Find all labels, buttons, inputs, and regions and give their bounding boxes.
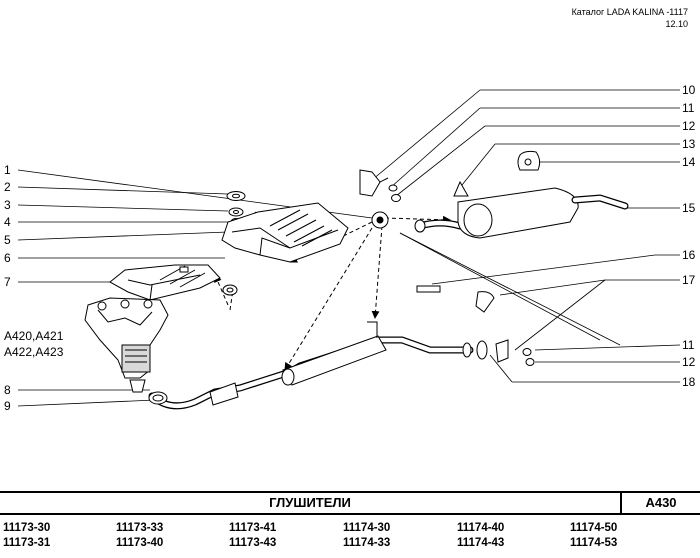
model-number: 11174-53: [570, 537, 618, 549]
callout-9: 9: [4, 399, 11, 413]
model-number: 11173-33: [116, 522, 164, 534]
callout-13: 13: [682, 137, 696, 151]
model-number: 11174-40: [457, 522, 505, 534]
model-number: 11174-43: [457, 537, 505, 549]
model-number: 11173-40: [116, 537, 164, 549]
manifold-reference-line: A422,A423: [4, 345, 64, 359]
callout-11-bottom: 11: [682, 338, 695, 352]
left-leader-lines: [17, 169, 373, 407]
model-number: 11174-30: [343, 522, 391, 534]
callout-3: 3: [4, 198, 11, 212]
model-number: 11174-33: [343, 537, 391, 549]
callout-14: 14: [682, 155, 696, 169]
callout-4: 4: [4, 215, 11, 229]
lower-heat-shield: [109, 264, 221, 301]
catalog-header: Каталог LADA KALINA -1117 12.10: [572, 6, 688, 30]
callout-17: 17: [682, 273, 696, 287]
callout-11-top: 11: [682, 101, 695, 115]
callout-15: 15: [682, 201, 696, 215]
callout-2: 2: [4, 180, 11, 194]
callout-5: 5: [4, 233, 11, 247]
section-title: ГЛУШИТЕЛИ: [0, 493, 622, 513]
callout-18: 18: [682, 375, 696, 389]
title-row: ГЛУШИТЕЛИ A430: [0, 491, 700, 515]
exhaust-system-diagram: 1 2 3 4 5 6 7 8 9 10 11 12 13 14 15 16 1…: [4, 83, 696, 413]
front-pipe-resonator: [148, 321, 474, 410]
catalog-date: 12.10: [665, 19, 688, 29]
catalog-title: Каталог LADA KALINA -1117: [571, 7, 688, 17]
model-list: 11173-30 11173-31 11173-33 11173-40 11173-41…: [0, 521, 700, 557]
right-leader-lines: [371, 89, 681, 383]
upper-heat-shield: [221, 202, 349, 263]
callout-10: 10: [682, 83, 696, 97]
callout-1: 1: [4, 163, 11, 177]
model-number: 11173-30: [3, 522, 51, 534]
manifold-reference-line: A420,A421: [4, 329, 64, 343]
model-number: 11173-41: [229, 522, 277, 534]
model-number: 11174-50: [570, 522, 618, 534]
callout-8: 8: [4, 383, 11, 397]
callout-16: 16: [682, 248, 696, 262]
callout-6: 6: [4, 251, 11, 265]
model-number: 11173-31: [3, 537, 51, 549]
callout-numbers: 1 2 3 4 5 6 7 8 9 10 11 12 13 14 15 16 1…: [4, 83, 696, 413]
clamp-assembly: [416, 285, 535, 366]
model-number: 11173-43: [229, 537, 277, 549]
callout-12-top: 12: [682, 119, 696, 133]
mount-nut: [222, 284, 238, 296]
callout-12-bottom: 12: [682, 355, 696, 369]
callout-7: 7: [4, 275, 11, 289]
section-code: A430: [645, 495, 677, 510]
hanger-parts: [359, 150, 541, 229]
rear-muffler: [414, 187, 629, 239]
exhaust-manifold: [84, 297, 169, 393]
